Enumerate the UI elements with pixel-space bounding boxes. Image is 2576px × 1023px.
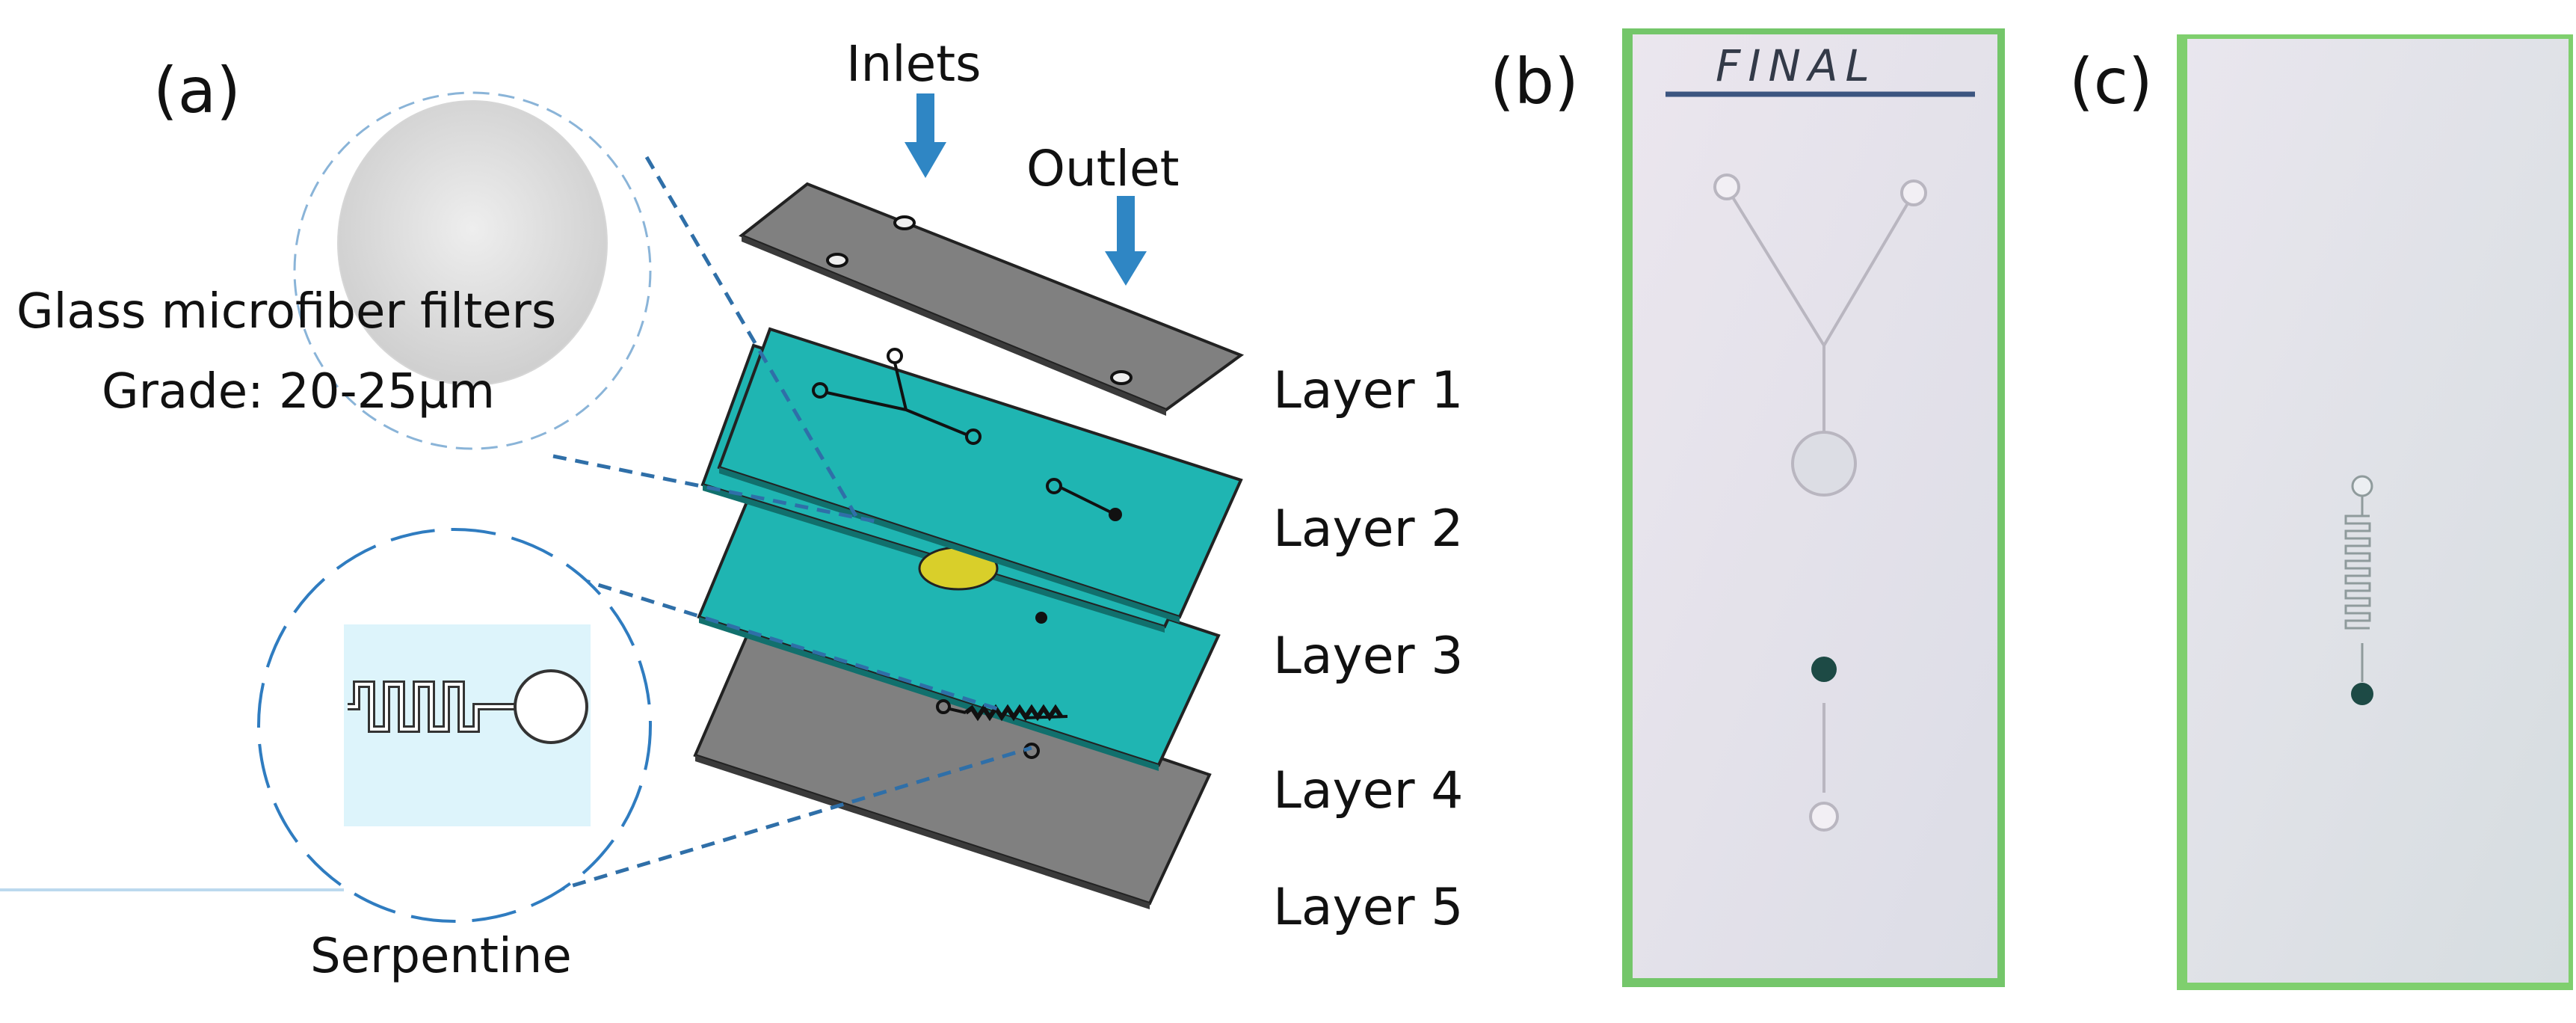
layer-2-label: Layer 2 <box>1273 500 1463 559</box>
filter-label-line2: Grade: 20-25µm <box>102 364 495 420</box>
filter-photo <box>338 101 607 385</box>
layer-3-label: Layer 3 <box>1273 627 1463 686</box>
serpentine-callout <box>0 528 1032 923</box>
inlets-arrow-icon <box>905 93 946 178</box>
layer-5-label: Layer 5 <box>1273 878 1463 937</box>
outlet-arrow-icon <box>1105 196 1147 286</box>
y-channel <box>812 348 1122 521</box>
layer-1-plate <box>739 182 1245 416</box>
filter-label-line1: Glass microfiber filters <box>16 284 556 340</box>
layer-4-label: Layer 4 <box>1273 761 1463 820</box>
photo-c-outlet-dot <box>2351 683 2373 705</box>
filter-callout <box>293 91 879 524</box>
layer-2-plate <box>717 327 1243 623</box>
photo-b-outlet-dot <box>1811 657 1837 682</box>
serpentine-channel <box>936 699 1068 759</box>
layer-1-label: Layer 1 <box>1273 361 1463 420</box>
panel-label-b: (b) <box>1490 45 1579 118</box>
outlet-label: Outlet <box>1026 140 1179 197</box>
panel-label-c: (c) <box>2069 45 2153 118</box>
photo-c <box>2177 34 2573 990</box>
photo-b: FINAL <box>1622 28 2005 987</box>
panel-label-a: (a) <box>153 54 241 127</box>
photo-b-channel <box>1713 173 1927 832</box>
inlets-label: Inlets <box>846 35 982 93</box>
layer-4-plate <box>697 480 1221 771</box>
photo-b-handwriting: FINAL <box>1716 40 1877 91</box>
serpentine-zoom <box>348 669 588 744</box>
photo-c-serpentine <box>2344 475 2373 682</box>
serpentine-label: Serpentine <box>310 929 572 984</box>
